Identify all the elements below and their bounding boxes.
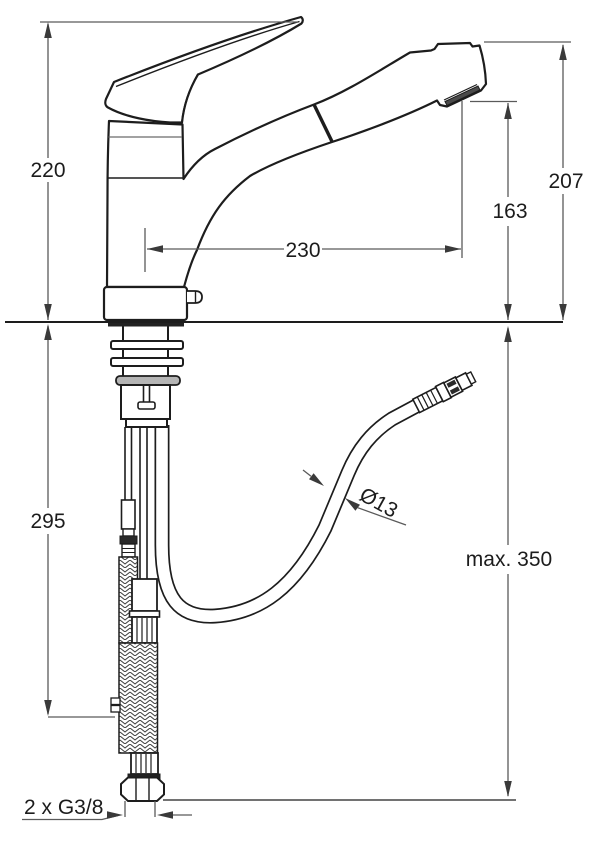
spout-joint-line <box>312 103 334 143</box>
dim-label-207: 207 <box>548 170 583 193</box>
dimension-arrows <box>44 22 567 819</box>
under-deck-flange <box>108 322 184 327</box>
supply-hoses <box>110 427 165 802</box>
pull-out-hose <box>154 371 477 624</box>
base-side-tab <box>187 290 203 304</box>
hose-connector <box>411 371 477 414</box>
reference-lines <box>5 21 571 817</box>
handle-dome-line <box>181 73 199 123</box>
mounting-hardware <box>110 326 184 428</box>
dim-label-connection: 2 x G3/8 <box>24 796 103 819</box>
dim-label-220: 220 <box>30 159 65 182</box>
base-block <box>102 285 189 322</box>
body-spout-outline <box>105 41 488 289</box>
g38-nut <box>120 776 165 802</box>
lever-handle <box>104 15 304 124</box>
aerator <box>444 85 481 107</box>
dim-label-230: 230 <box>285 239 320 262</box>
handle-edge-line <box>115 20 300 88</box>
dim-label-163: 163 <box>492 200 527 223</box>
dim-label-hose-diameter: Ø13 <box>356 483 402 522</box>
faucet-body <box>102 41 488 327</box>
dim-label-max-350: max. 350 <box>466 548 552 571</box>
dim-label-295: 295 <box>30 510 65 533</box>
